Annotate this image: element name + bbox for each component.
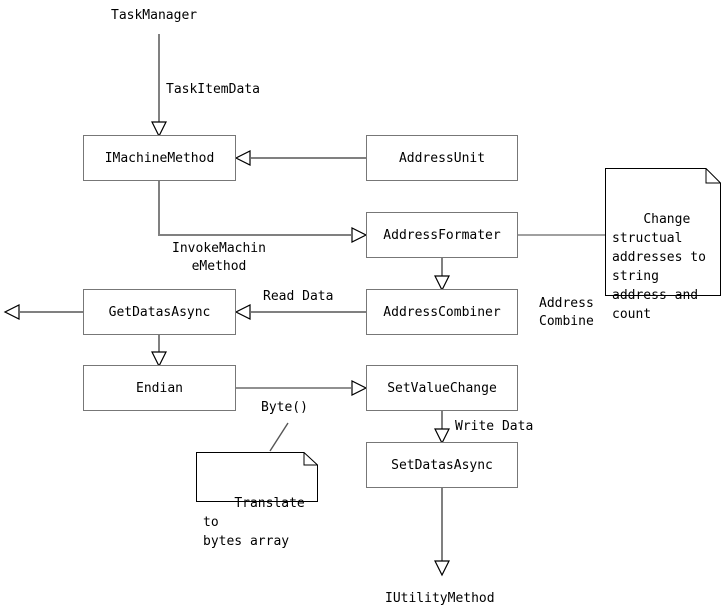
label-invokemachinemethod: InvokeMachin eMethod <box>172 241 266 274</box>
edge-addressformater-to-addresscombiner <box>434 258 450 292</box>
note-address-change[interactable]: Change structual addresses to string add… <box>605 168 721 322</box>
node-label: AddressFormater <box>383 227 501 243</box>
label-addresscombine: Address Combine <box>539 296 594 329</box>
node-label: SetDatasAsync <box>391 457 493 473</box>
edge-taskmanager-to-imachinemethod <box>151 34 167 138</box>
label-taskmanager: TaskManager <box>111 8 198 23</box>
node-label: IMachineMethod <box>104 150 215 166</box>
edge-setdatasasync-to-iutilitymethod <box>434 488 450 577</box>
node-imachinemethod[interactable]: IMachineMethod <box>83 135 236 181</box>
node-label: SetValueChange <box>387 380 497 396</box>
edge-getdatasasync-to-out <box>3 304 83 320</box>
label-iutilitymethod: IUtilityMethod <box>385 591 495 606</box>
node-label: GetDatasAsync <box>108 304 211 320</box>
node-label: AddressCombiner <box>383 304 501 320</box>
node-endian[interactable]: Endian <box>83 365 236 411</box>
node-setvaluechange[interactable]: SetValueChange <box>366 365 518 411</box>
label-byte: Byte() <box>261 400 308 415</box>
edge-addressunit-to-imachinemethod <box>234 150 366 166</box>
edge-getdatasasync-to-endian <box>151 335 167 368</box>
note-text: Translate to bytes array <box>203 496 305 549</box>
edge-note-to-byte <box>269 422 289 452</box>
edge-addresscombiner-to-getdatasasync <box>234 304 366 320</box>
node-setdatasasync[interactable]: SetDatasAsync <box>366 442 518 488</box>
label-taskitemdata: TaskItemData <box>166 82 260 97</box>
edge-endian-to-setvaluechange <box>236 380 368 396</box>
node-label: AddressUnit <box>398 150 486 166</box>
label-writedata: Write Data <box>455 419 534 434</box>
label-readdata: Read Data <box>263 289 334 304</box>
node-getdatasasync[interactable]: GetDatasAsync <box>83 289 236 335</box>
edge-imachinemethod-to-addressformater <box>158 181 368 243</box>
note-shape-icon <box>196 452 318 502</box>
node-label: Endian <box>136 380 183 396</box>
node-addresscombiner[interactable]: AddressCombiner <box>366 289 518 335</box>
note-translate-bytes[interactable]: Translate to bytes array <box>196 452 318 549</box>
edge-setvaluechange-to-setdatasasync <box>434 411 450 445</box>
node-addressunit[interactable]: AddressUnit <box>366 135 518 181</box>
node-addressformater[interactable]: AddressFormater <box>366 212 518 258</box>
